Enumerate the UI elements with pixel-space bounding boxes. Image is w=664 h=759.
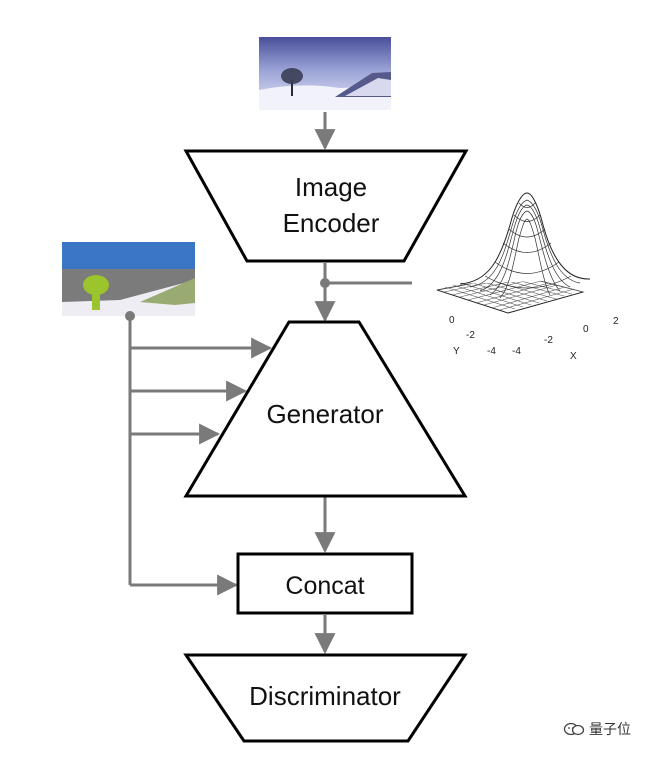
y-tick-neg4: -4 [487,346,496,357]
junction-dot-segmap [125,311,135,321]
x-axis-label: X [570,351,577,362]
y-axis-label: Y [453,346,460,357]
discriminator-shape [183,653,468,743]
gaussian-peak-surface [459,192,591,299]
x-tick-2: 2 [613,316,619,327]
watermark-text: 量子位 [589,722,631,738]
gaussian-noise-plot: 0 -2 -4 Y 2 0 -2 -4 X [436,192,619,362]
concat-label: Concat [285,572,364,600]
watermark: 量子位 [563,719,631,739]
input-segmentation-map [62,242,195,316]
x-tick-0: 0 [583,324,589,335]
y-tick-neg2: -2 [466,330,475,341]
wechat-style-logo-icon [563,722,585,736]
image-encoder-label-line2: Encoder [283,208,380,238]
image-encoder-label-line1: Image [295,172,367,202]
junction-dot-encoder [320,278,330,288]
concat-box [236,552,414,615]
x-tick-neg4: -4 [512,346,521,357]
x-tick-neg2: -2 [544,335,553,346]
generator-shape [183,320,468,498]
y-tick-0: 0 [449,315,455,326]
generator-label: Generator [266,399,383,429]
input-photo-winter-tree [259,37,391,110]
image-encoder-shape [183,149,469,263]
connectors [128,112,412,655]
discriminator-label: Discriminator [249,681,401,711]
gaussian-axes [436,289,584,314]
